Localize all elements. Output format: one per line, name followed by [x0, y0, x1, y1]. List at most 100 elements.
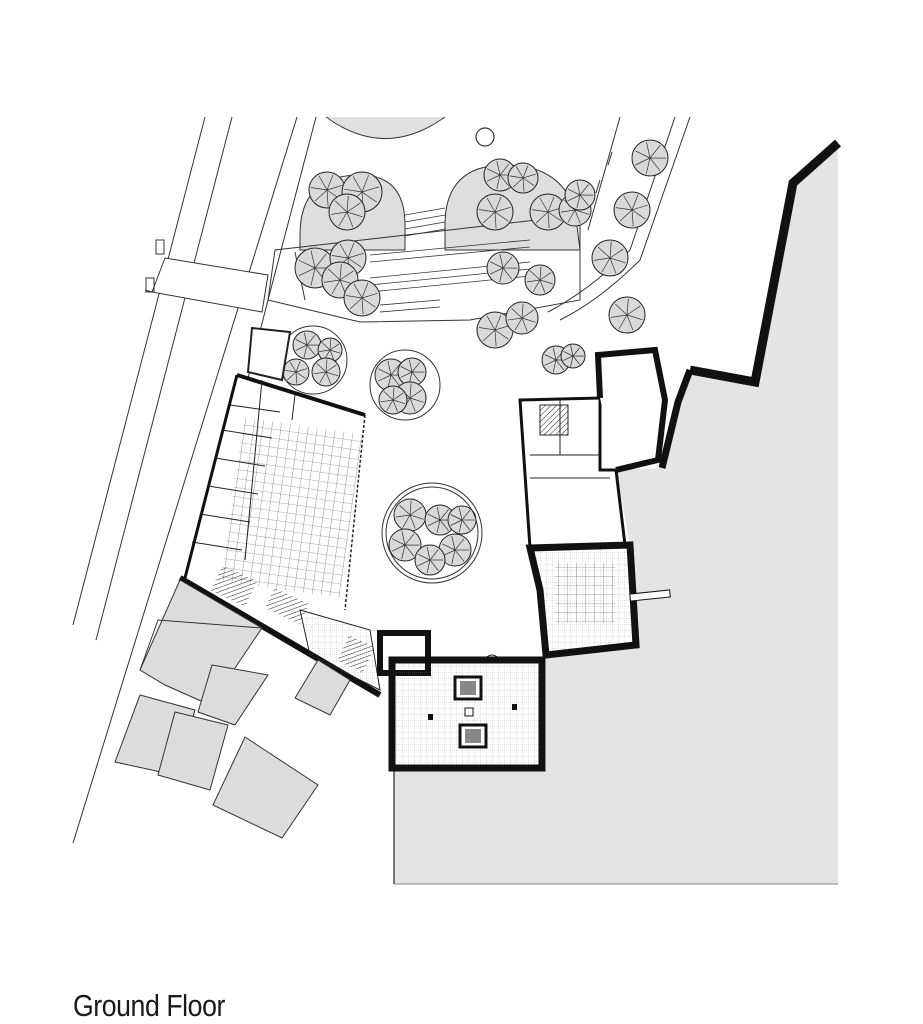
- tree-branch: [331, 279, 341, 295]
- tree-branch: [515, 166, 524, 179]
- tree-branch: [326, 184, 343, 191]
- tree-branch: [347, 257, 362, 268]
- tree-branch: [303, 344, 308, 358]
- tree-branch: [289, 361, 297, 373]
- tree-branch: [361, 297, 376, 308]
- tree-branch: [552, 347, 557, 361]
- tree-branch: [391, 538, 406, 546]
- tree-branch: [494, 211, 509, 222]
- tree-branch: [482, 329, 496, 342]
- tree-branch: [450, 514, 463, 521]
- tree-branch: [377, 374, 392, 382]
- tree-branch: [409, 397, 416, 412]
- tree-branch: [392, 392, 404, 401]
- tree-branch: [325, 359, 328, 373]
- tree-branch: [417, 553, 431, 561]
- tree-branch: [635, 157, 651, 166]
- tree-branch: [601, 257, 611, 273]
- tree-branch: [386, 399, 394, 412]
- tree-branch: [325, 371, 339, 377]
- tree-branch: [609, 248, 624, 259]
- tree-branch: [494, 206, 511, 213]
- tree-branch: [347, 242, 355, 259]
- tree-branch: [614, 303, 628, 316]
- street-lines: [72, 116, 691, 844]
- tree-branch: [401, 544, 406, 560]
- tree-branch: [560, 209, 576, 213]
- tree-branch: [486, 168, 501, 176]
- tree-branch: [547, 211, 550, 229]
- tree-branch: [339, 243, 349, 259]
- tree-branch: [576, 194, 581, 209]
- tree-branch: [526, 279, 541, 283]
- tree-branch: [439, 519, 449, 531]
- tree-branch: [329, 339, 332, 351]
- tree-branch: [436, 519, 441, 534]
- tree-branch: [494, 329, 497, 347]
- tree-branch: [574, 209, 589, 215]
- tree-branch: [295, 371, 306, 379]
- tree-branch: [618, 314, 628, 330]
- tree-branch: [623, 195, 633, 211]
- tree-branch: [314, 189, 328, 202]
- tree-branch: [313, 371, 327, 375]
- tree-branch: [544, 354, 557, 361]
- tree-branch: [399, 504, 411, 516]
- tree-branch: [361, 282, 369, 299]
- tree-branch: [626, 314, 634, 331]
- tree-branch: [409, 383, 412, 399]
- tree-branch: [318, 175, 328, 191]
- tree-branch: [334, 200, 348, 213]
- tree-branch: [284, 369, 297, 373]
- tree-branch: [395, 514, 411, 518]
- tree-branch: [436, 506, 441, 521]
- tree-branch: [619, 209, 633, 222]
- site-terrain: [393, 139, 841, 885]
- tree-branch: [409, 514, 416, 529]
- tree-branch: [489, 267, 504, 275]
- tree-branch: [494, 211, 497, 229]
- tree-branch: [402, 514, 411, 528]
- tree-branch: [319, 349, 331, 352]
- tree-branch: [609, 257, 626, 264]
- tree-branch: [529, 270, 541, 281]
- tree-branch: [574, 209, 581, 224]
- tree-branch: [454, 549, 465, 562]
- tree-branch: [609, 241, 612, 259]
- tree-branch: [390, 363, 401, 376]
- tree-branch: [544, 359, 557, 366]
- tree-branch: [392, 387, 395, 401]
- tree-branch: [512, 177, 524, 188]
- tree-branch: [316, 363, 327, 373]
- tree-branch: [499, 163, 510, 176]
- tree-branch: [344, 188, 363, 193]
- tree-branch: [499, 174, 510, 187]
- tree-branch: [547, 211, 562, 222]
- tree-branch: [306, 334, 316, 346]
- tree-branch: [361, 297, 364, 315]
- tree-branch: [511, 307, 523, 319]
- tree-branch: [539, 272, 552, 281]
- tree-branch: [631, 204, 648, 211]
- tree-branch: [329, 343, 340, 351]
- tree-branch: [295, 360, 301, 373]
- tree-branch: [346, 195, 349, 213]
- tree-branch: [597, 246, 611, 259]
- tree-branch: [451, 535, 456, 551]
- left-wing: [178, 326, 382, 698]
- tree-branch: [377, 368, 392, 376]
- tree-branch: [563, 350, 574, 357]
- tree-branch: [482, 211, 496, 224]
- tree-branch: [461, 509, 471, 521]
- tree-branch: [451, 549, 456, 565]
- tree-branch: [383, 391, 394, 401]
- tree-branch: [327, 268, 341, 281]
- tree-group: [282, 139, 669, 576]
- tree-branch: [409, 389, 423, 399]
- tree-branch: [489, 261, 504, 269]
- tree-planters: [278, 325, 483, 584]
- tree-branch: [298, 259, 316, 269]
- tree-branch: [646, 142, 651, 159]
- tree-branch: [329, 349, 335, 361]
